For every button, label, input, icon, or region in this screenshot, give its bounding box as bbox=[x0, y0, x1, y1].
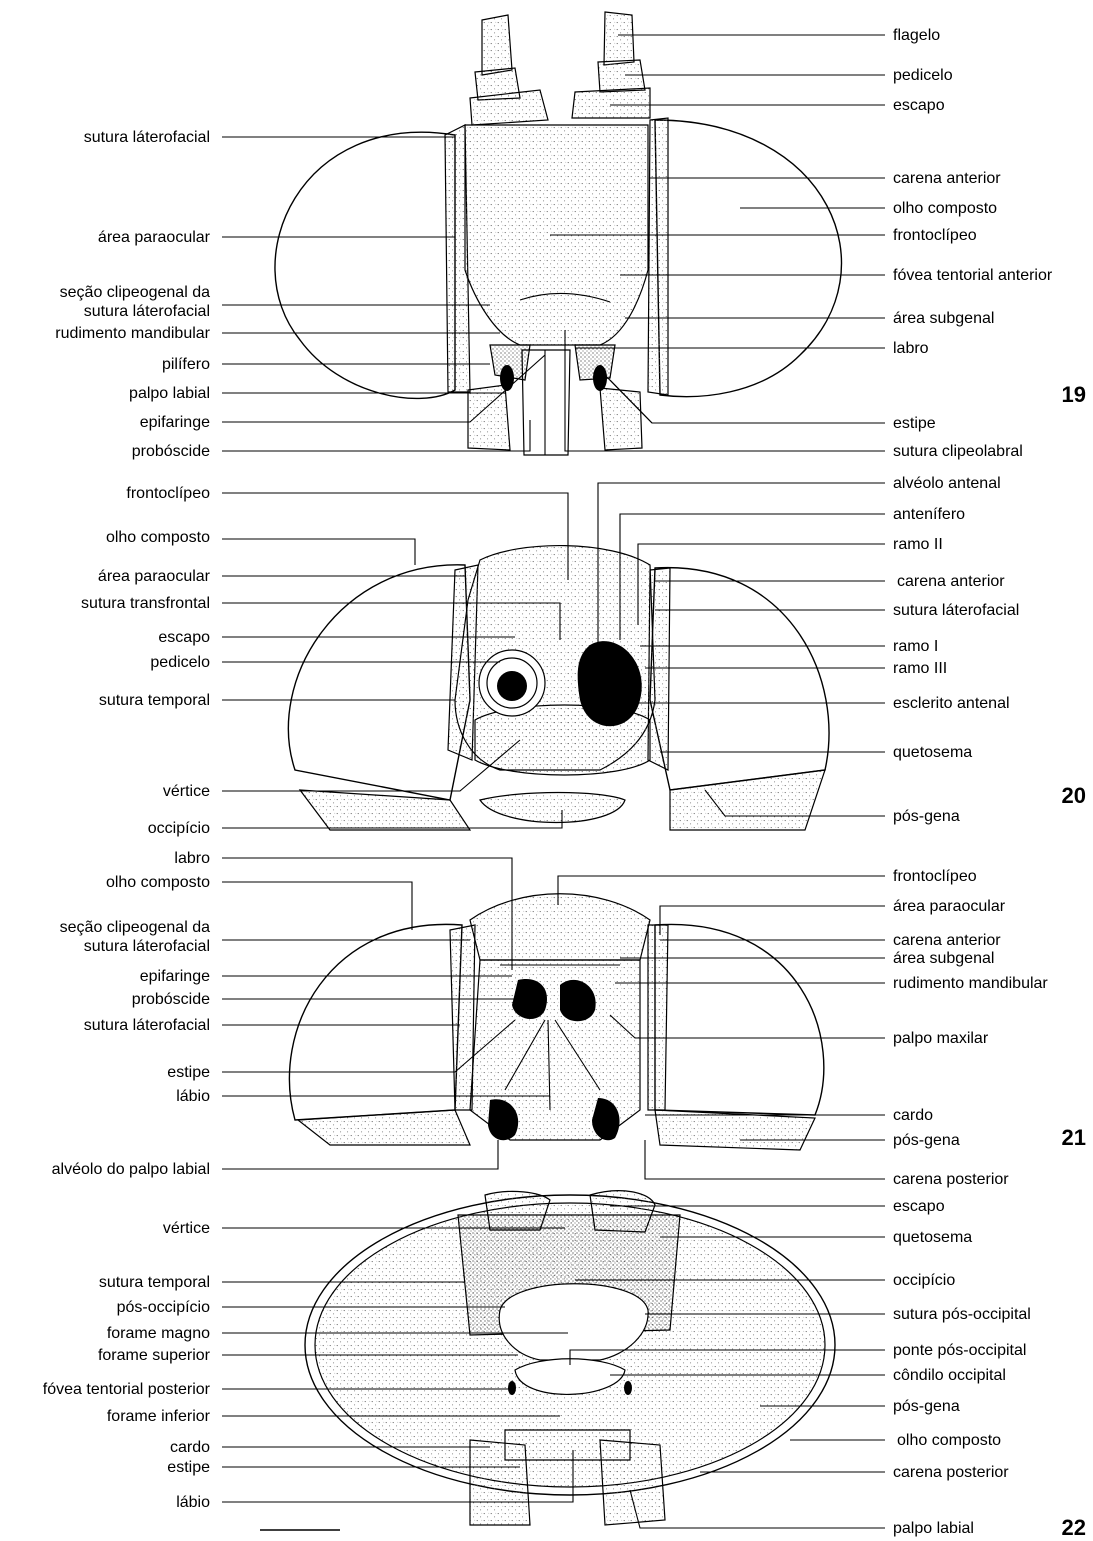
label-19-secao-clipeogenal-2: sutura láterofacial bbox=[84, 303, 210, 320]
right-compound-eye-20 bbox=[650, 568, 829, 790]
label-19-labro: labro bbox=[893, 340, 929, 357]
label-21-carena-posterior: carena posterior bbox=[893, 1171, 1009, 1188]
label-22-ponte-pos-occipital: ponte pós-occipital bbox=[893, 1342, 1026, 1359]
label-20-escapo: escapo bbox=[158, 629, 210, 646]
left-compound-eye bbox=[275, 132, 455, 398]
label-21-epifaringe: epifaringe bbox=[140, 968, 210, 985]
figure-21-illustration bbox=[289, 894, 823, 1150]
label-22-fovea-tentorial-posterior: fóvea tentorial posterior bbox=[43, 1381, 211, 1398]
label-22-labio: lábio bbox=[176, 1494, 210, 1511]
label-19-epifaringe: epifaringe bbox=[140, 414, 210, 431]
figure-number-22: 22 bbox=[1062, 1515, 1086, 1540]
foramen-magnum bbox=[499, 1284, 648, 1360]
label-22-forame-superior: forame superior bbox=[98, 1347, 211, 1364]
label-19-proboscide: probóscide bbox=[132, 443, 210, 460]
figure-number-20: 20 bbox=[1062, 783, 1086, 808]
label-21-olho-composto: olho composto bbox=[106, 874, 210, 891]
label-20-ramo-iii: ramo III bbox=[893, 660, 947, 677]
label-20-pos-gena: pós-gena bbox=[893, 808, 960, 825]
label-21-alveolo-palpo-labial: alvéolo do palpo labial bbox=[52, 1161, 210, 1178]
label-19-estipe: estipe bbox=[893, 415, 936, 432]
label-20-quetosema: quetosema bbox=[893, 744, 972, 761]
label-20-vertice: vértice bbox=[163, 783, 210, 800]
label-22-occipicio: occipício bbox=[893, 1272, 955, 1289]
label-21-area-paraocular: área paraocular bbox=[893, 898, 1006, 915]
label-19-area-paraocular: área paraocular bbox=[98, 229, 211, 246]
label-19-palpo-labial: palpo labial bbox=[129, 385, 210, 402]
label-19-secao-clipeogenal: seção clipeogenal da bbox=[60, 284, 210, 301]
label-21-palpo-maxilar: palpo maxilar bbox=[893, 1030, 989, 1047]
label-22-cardo: cardo bbox=[170, 1439, 210, 1456]
label-22-pos-gena: pós-gena bbox=[893, 1398, 960, 1415]
figure-19-illustration bbox=[275, 12, 842, 455]
label-21-area-subgenal: área subgenal bbox=[893, 950, 994, 967]
label-19-fovea-tentorial-anterior: fóvea tentorial anterior bbox=[893, 267, 1053, 284]
label-22-carena-posterior: carena posterior bbox=[893, 1464, 1009, 1481]
label-22-olho-composto: olho composto bbox=[897, 1432, 1001, 1449]
label-20-antenifero: antenífero bbox=[893, 506, 965, 523]
label-21-proboscide: probóscide bbox=[132, 991, 210, 1008]
label-20-alveolo-antenal: alvéolo antenal bbox=[893, 475, 1001, 492]
figure-20-illustration bbox=[288, 546, 829, 830]
label-21-labro: labro bbox=[174, 850, 210, 867]
label-21-estipe: estipe bbox=[167, 1064, 210, 1081]
label-20-carena-anterior: carena anterior bbox=[897, 573, 1005, 590]
label-20-ramo-ii: ramo II bbox=[893, 536, 943, 553]
label-20-sutura-temporal: sutura temporal bbox=[99, 692, 210, 709]
label-21-labio: lábio bbox=[176, 1088, 210, 1105]
label-19-escapo: escapo bbox=[893, 97, 945, 114]
label-22-vertice: vértice bbox=[163, 1220, 210, 1237]
label-19-pilifero: pilífero bbox=[162, 356, 210, 373]
label-22-condilo-occipital: côndilo occipital bbox=[893, 1367, 1006, 1384]
figure-number-19: 19 bbox=[1062, 382, 1086, 407]
label-19-olho-composto: olho composto bbox=[893, 200, 997, 217]
label-22-palpo-labial: palpo labial bbox=[893, 1520, 974, 1537]
label-19-carena-anterior: carena anterior bbox=[893, 170, 1001, 187]
label-21-sutura-laterofacial: sutura láterofacial bbox=[84, 1017, 210, 1034]
label-20-frontoclipeo: frontoclípeo bbox=[126, 485, 210, 502]
label-20-area-paraocular: área paraocular bbox=[98, 568, 211, 585]
label-22-pos-occipicio: pós-occipício bbox=[117, 1299, 210, 1316]
label-22-sutura-pos-occipital: sutura pós-occipital bbox=[893, 1306, 1031, 1323]
label-21-secao-clipeogenal-2: sutura láterofacial bbox=[84, 938, 210, 955]
label-21-cardo: cardo bbox=[893, 1107, 933, 1124]
label-20-occipicio: occipício bbox=[148, 820, 210, 837]
label-19-rudimento-mandibular: rudimento mandibular bbox=[55, 325, 210, 342]
label-20-sutura-laterofacial: sutura láterofacial bbox=[893, 602, 1019, 619]
label-22-forame-magno: forame magno bbox=[107, 1325, 210, 1342]
label-21-rudimento-mandibular: rudimento mandibular bbox=[893, 975, 1048, 992]
label-22-estipe: estipe bbox=[167, 1459, 210, 1476]
label-19-area-subgenal: área subgenal bbox=[893, 310, 994, 327]
label-21-carena-anterior: carena anterior bbox=[893, 932, 1001, 949]
label-19-sutura-clipeolabral: sutura clipeolabral bbox=[893, 443, 1023, 460]
label-22-forame-inferior: forame inferior bbox=[107, 1408, 211, 1425]
label-21-secao-clipeogenal: seção clipeogenal da bbox=[60, 919, 210, 936]
label-20-ramo-i: ramo I bbox=[893, 638, 938, 655]
right-compound-eye bbox=[655, 120, 841, 397]
label-19-pedicelo: pedicelo bbox=[893, 67, 953, 84]
label-19-frontoclipeo: frontoclípeo bbox=[893, 227, 977, 244]
label-20-olho-composto: olho composto bbox=[106, 529, 210, 546]
left-compound-eye-21 bbox=[289, 924, 462, 1120]
frontoclypeus-21 bbox=[470, 894, 650, 960]
label-20-pedicelo: pedicelo bbox=[150, 654, 210, 671]
label-19-sutura-laterofacial: sutura láterofacial bbox=[84, 129, 210, 146]
label-19-flagelo: flagelo bbox=[893, 27, 940, 44]
figure-number-21: 21 bbox=[1062, 1125, 1086, 1150]
label-20-sutura-transfrontal: sutura transfrontal bbox=[81, 595, 210, 612]
label-21-pos-gena: pós-gena bbox=[893, 1132, 960, 1149]
right-compound-eye-21 bbox=[655, 924, 824, 1115]
left-compound-eye-20 bbox=[288, 565, 470, 800]
label-22-escapo: escapo bbox=[893, 1198, 945, 1215]
label-20-esclerito-antenal: esclerito antenal bbox=[893, 695, 1010, 712]
label-21-frontoclipeo: frontoclípeo bbox=[893, 868, 977, 885]
label-22-quetosema: quetosema bbox=[893, 1229, 972, 1246]
label-22-sutura-temporal: sutura temporal bbox=[99, 1274, 210, 1291]
